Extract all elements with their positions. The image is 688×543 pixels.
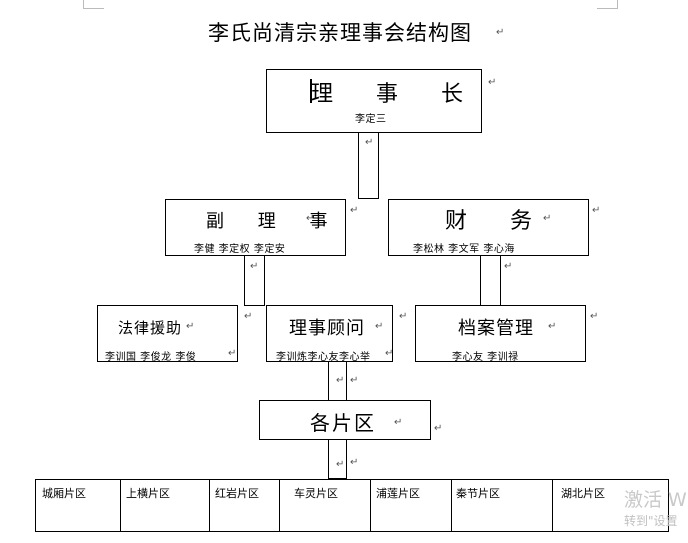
district-divider <box>451 480 452 531</box>
paragraph-mark: ↵ <box>488 77 497 88</box>
page-title: 李氏尚清宗亲理事会结构图 <box>208 21 472 45</box>
connector-vice <box>244 255 265 306</box>
page-corner-mark-right <box>597 0 618 9</box>
paragraph-mark: ↵ <box>543 213 552 224</box>
paragraph-mark: ↵ <box>336 375 345 386</box>
districts-label: 各片区 <box>310 411 376 435</box>
paragraph-mark: ↵ <box>306 213 315 224</box>
chairman-label: 理 事 长 <box>311 82 481 107</box>
paragraph-mark: ↵ <box>496 27 505 38</box>
paragraph-mark: ↵ <box>186 321 195 332</box>
advisor-members: 李训炼李心友李心举 <box>276 352 371 363</box>
paragraph-mark: ↵ <box>365 137 374 148</box>
archives-members: 李心友 李训禄 <box>452 352 519 363</box>
district-item: 城厢片区 <box>42 487 86 500</box>
connector-chairman <box>358 132 379 199</box>
activation-watermark-title: 激活 W <box>624 489 687 511</box>
paragraph-mark: ↵ <box>385 348 394 359</box>
district-row: 城厢片区 上横片区 红岩片区 车灵片区 浦莲片区 秦节片区 湖北片区 <box>35 479 669 532</box>
paragraph-mark: ↵ <box>350 375 359 386</box>
archives-box: 档案管理 ↵ 李心友 李训禄 <box>415 305 586 363</box>
district-item: 红岩片区 <box>215 487 259 500</box>
chairman-members: 李定三 <box>355 114 387 125</box>
paragraph-mark: ↵ <box>336 459 345 470</box>
finance-members: 李松林 李文军 李心海 <box>413 244 515 255</box>
paragraph-mark: ↵ <box>394 417 403 428</box>
legal-aid-label: 法律援助 <box>118 319 183 337</box>
district-item: 浦莲片区 <box>376 487 420 500</box>
district-item: 上横片区 <box>126 487 170 500</box>
district-divider <box>209 480 210 531</box>
paragraph-mark: ↵ <box>434 423 443 434</box>
connector-districts <box>328 439 347 479</box>
advisor-label: 理事顾问 <box>289 318 365 339</box>
archives-label: 档案管理 <box>458 318 534 339</box>
finance-label: 财 务 <box>445 209 550 234</box>
district-divider <box>370 480 371 531</box>
legal-aid-members: 李训国 李俊龙 李俊 <box>105 352 197 363</box>
legal-aid-box: 法律援助 ↵ 李训国 李俊龙 李俊 ↵ <box>97 305 238 363</box>
vice-chairman-label: 副 理 事 <box>206 211 342 232</box>
paragraph-mark: ↵ <box>399 311 408 322</box>
vice-chairman-members: 李健 李定权 李定安 <box>194 244 286 255</box>
paragraph-mark: ↵ <box>504 261 513 272</box>
paragraph-mark: ↵ <box>350 205 359 216</box>
vice-chairman-box: 副 理 事 ↵ 李健 李定权 李定安 <box>165 199 346 256</box>
connector-finance <box>480 255 501 306</box>
district-item: 湖北片区 <box>561 487 605 500</box>
chairman-box: 理 事 长 李定三 <box>266 69 482 133</box>
paragraph-mark: ↵ <box>548 321 557 332</box>
advisor-box: 理事顾问 ↵ 李训炼李心友李心举 ↵ <box>266 305 394 363</box>
page-corner-mark-left <box>83 0 104 9</box>
districts-box: 各片区 ↵ <box>259 400 431 440</box>
finance-box: 财 务 ↵ 李松林 李文军 李心海 <box>388 199 589 256</box>
paragraph-mark: ↵ <box>350 457 359 468</box>
paragraph-mark: ↵ <box>244 311 253 322</box>
paragraph-mark: ↵ <box>592 205 601 216</box>
paragraph-mark: ↵ <box>250 261 259 272</box>
district-item: 车灵片区 <box>294 487 338 500</box>
district-item: 秦节片区 <box>456 487 500 500</box>
activation-watermark-subtitle: 转到"设置 <box>624 514 678 528</box>
district-divider <box>120 480 121 531</box>
district-divider <box>552 480 553 531</box>
paragraph-mark: ↵ <box>590 311 599 322</box>
paragraph-mark: ↵ <box>228 348 237 359</box>
paragraph-mark: ↵ <box>375 321 384 332</box>
text-cursor <box>310 79 312 103</box>
district-divider <box>279 480 280 531</box>
